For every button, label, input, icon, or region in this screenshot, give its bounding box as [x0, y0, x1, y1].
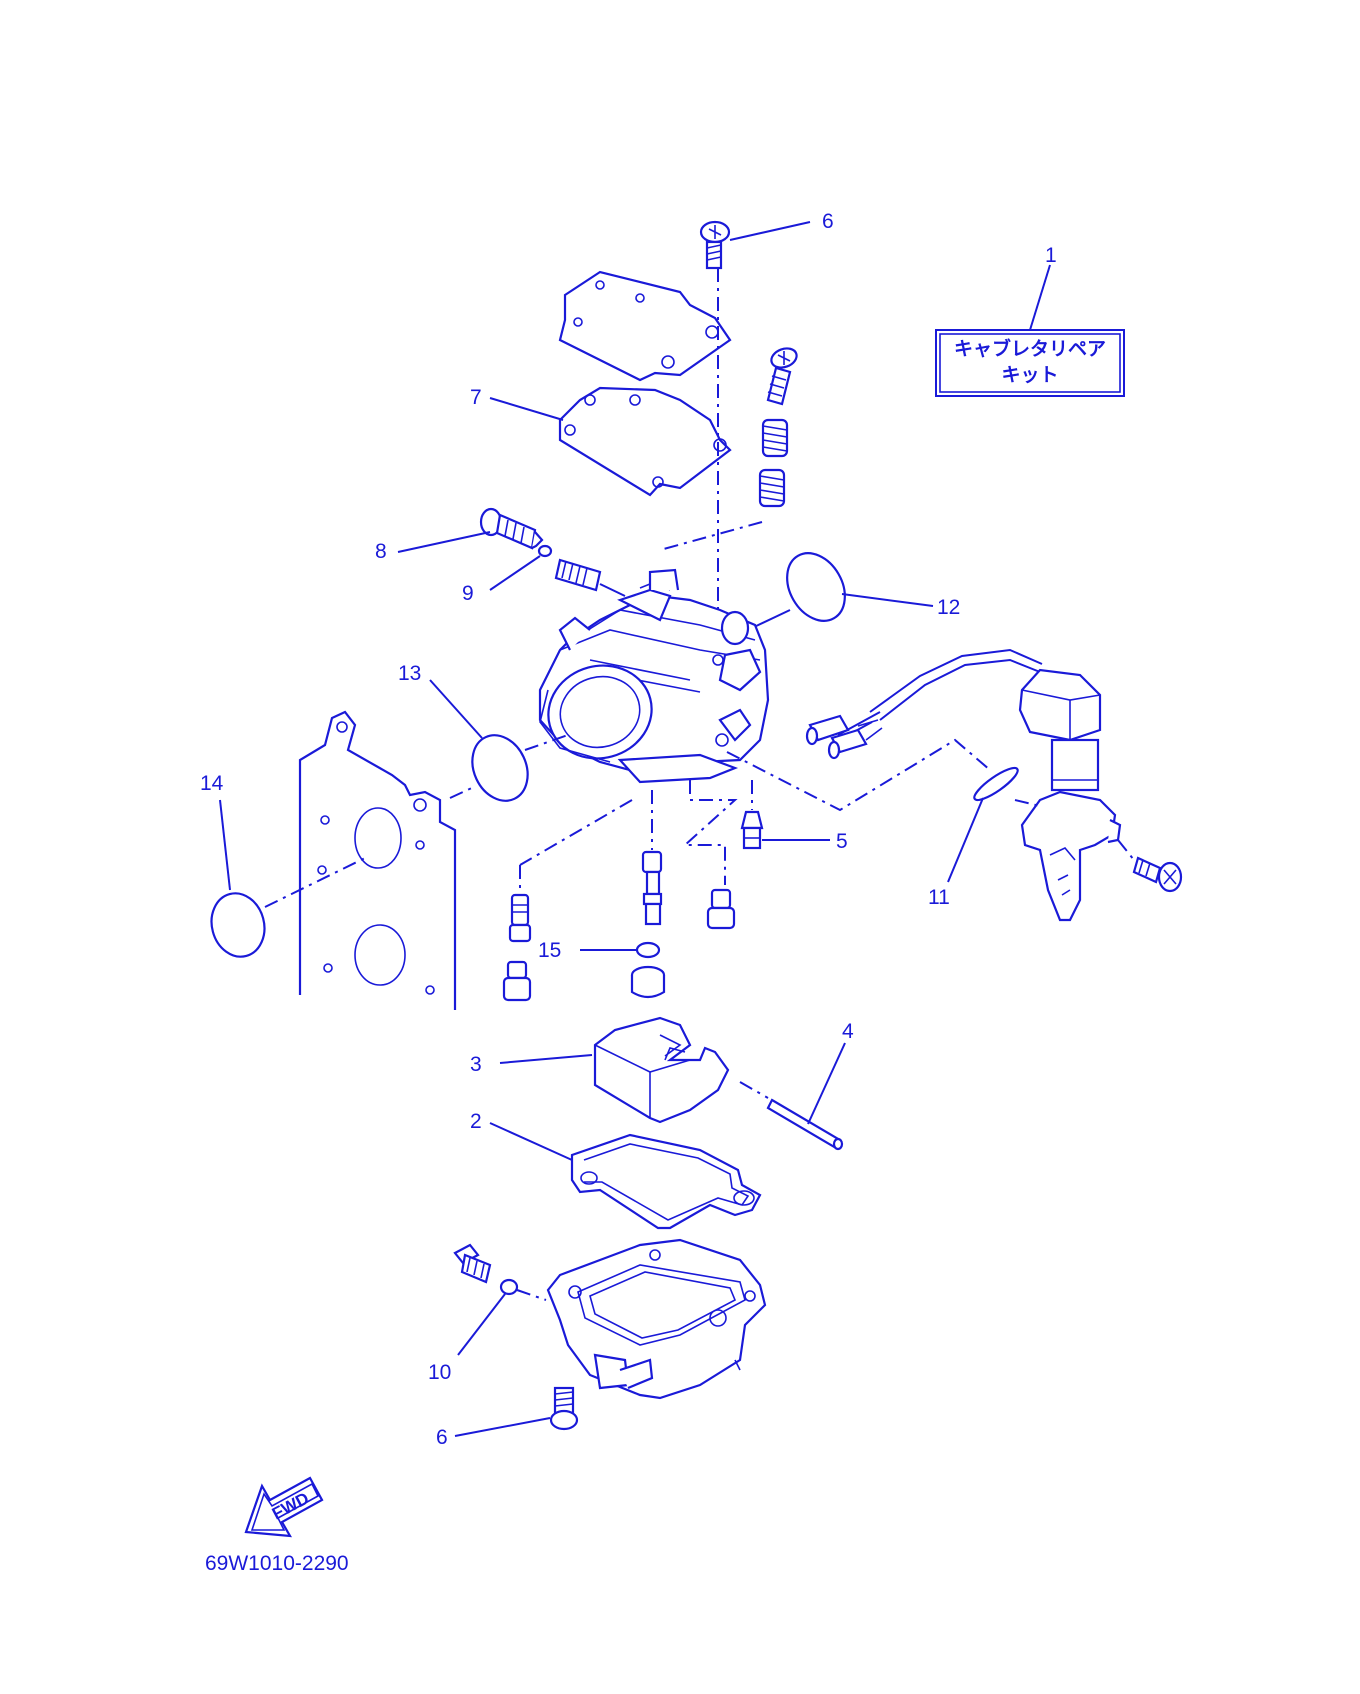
top-cover-plate — [558, 270, 732, 382]
repair-kit-box: キャブレタリペア キット — [935, 329, 1125, 397]
o-ring-large — [786, 552, 846, 622]
float-pin — [766, 1098, 844, 1151]
float-chamber — [546, 1238, 767, 1400]
callout-13: 13 — [398, 662, 421, 685]
callout-9: 9 — [462, 582, 474, 605]
pilot-screw-right — [766, 347, 798, 406]
callout-1: 1 — [1045, 244, 1057, 267]
jet-cap — [630, 965, 666, 999]
part-number-code: 69W1010-2290 — [205, 1552, 349, 1575]
o-ring-11 — [973, 766, 1019, 802]
diaphragm-gasket — [558, 386, 732, 497]
o-ring-15 — [635, 941, 661, 959]
choke-cable-assembly — [805, 648, 1122, 922]
screw-top — [699, 220, 731, 270]
intake-gasket-plate — [298, 710, 457, 1010]
callout-10: 10 — [428, 1361, 451, 1384]
drain-screw — [453, 1243, 492, 1284]
spring-upper — [761, 418, 789, 458]
kit-box-line1: キャブレタリペア — [954, 337, 1106, 360]
screw-choke — [1132, 856, 1183, 893]
callout-11: 11 — [928, 886, 950, 909]
callout-6-top: 6 — [822, 210, 834, 233]
callout-12: 12 — [937, 596, 960, 619]
callout-2: 2 — [470, 1110, 482, 1133]
o-ring-small — [537, 544, 553, 558]
spring-lower — [758, 468, 786, 508]
callout-6-bottom: 6 — [436, 1426, 448, 1449]
fwd-arrow-icon: FWD — [244, 1476, 324, 1538]
callout-8: 8 — [375, 540, 387, 563]
callout-14: 14 — [200, 772, 224, 795]
main-jet-plug — [706, 888, 736, 930]
float-chamber-gasket — [570, 1133, 762, 1230]
carburetor-body — [538, 568, 770, 784]
pilot-jet — [508, 893, 532, 943]
connector-plugs — [805, 714, 883, 760]
kit-box-line2: キット — [1001, 364, 1058, 386]
o-ring-14 — [210, 892, 266, 958]
spring-mid — [554, 558, 602, 592]
o-ring-13 — [471, 734, 529, 802]
o-ring-10 — [499, 1278, 519, 1296]
callout-3: 3 — [470, 1053, 482, 1076]
float — [593, 1016, 730, 1124]
callout-7: 7 — [470, 386, 482, 409]
screw-bottom — [549, 1386, 579, 1431]
main-nozzle — [641, 850, 663, 926]
callout-15: 15 — [538, 939, 561, 962]
callout-5: 5 — [836, 830, 848, 853]
throttle-stop-screw — [479, 507, 544, 550]
needle-valve — [740, 810, 764, 850]
drain-jet — [502, 960, 532, 1002]
callout-4: 4 — [842, 1020, 854, 1043]
